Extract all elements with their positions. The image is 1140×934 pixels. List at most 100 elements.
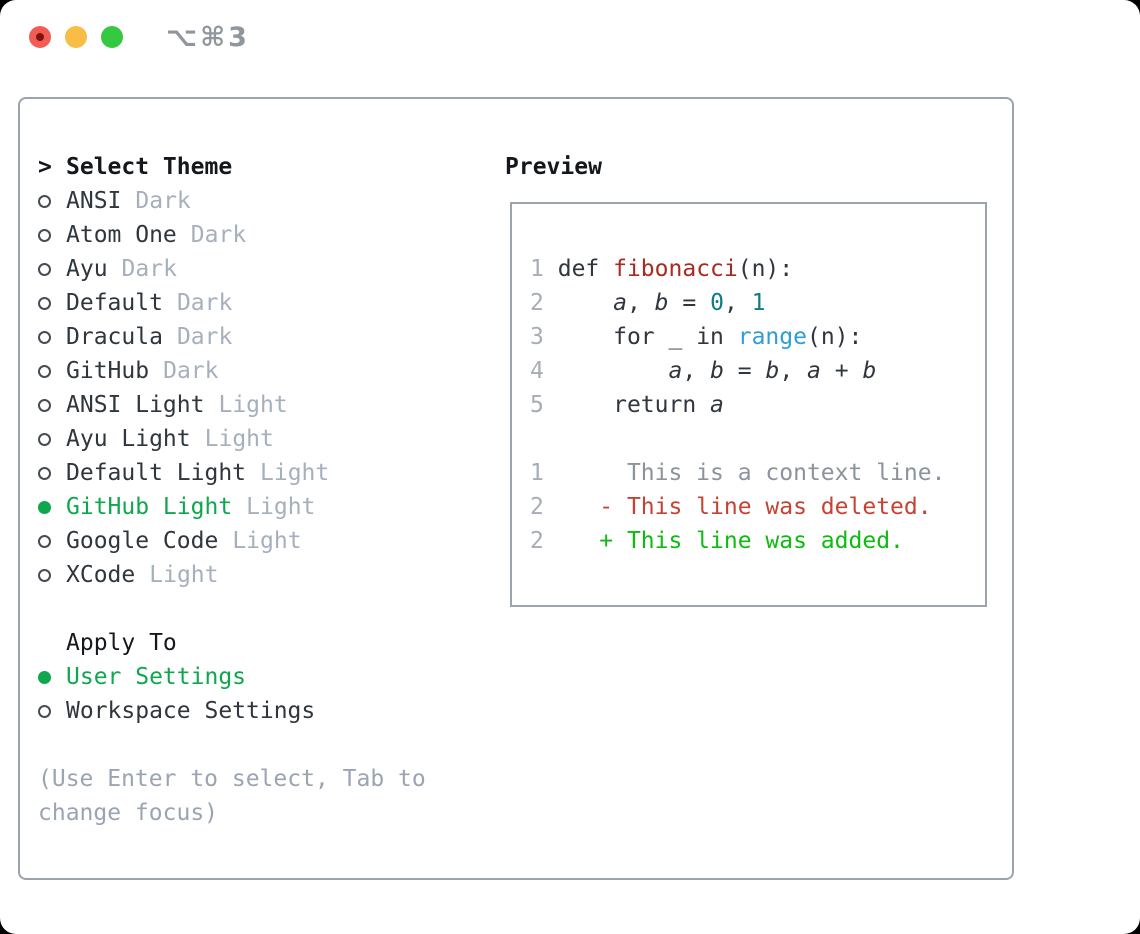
code-token: for _ in [557,324,738,350]
radio-cell [38,432,66,446]
code-line: 2 a, b = 0, 1 [530,286,945,320]
code-token: b [654,290,669,316]
code-token: + [820,358,863,384]
line-number: 5 [530,392,544,418]
theme-variant-tag: Dark [176,290,233,316]
radio-cell [38,670,66,684]
apply-option-user-settings[interactable]: User Settings [38,660,315,694]
theme-name: GitHub Light [66,494,233,520]
theme-variant-tag: Dark [121,256,177,282]
theme-variant-tag: Dark [163,358,219,384]
code-token: b [710,358,724,384]
theme-variant-tag: Light [149,562,219,588]
radio-cell [38,534,66,548]
theme-option-github[interactable]: GitHub Dark [38,354,329,388]
theme-name: Default Light [66,460,247,486]
minimize-button[interactable] [65,26,87,48]
theme-name: Ayu Light [66,426,191,452]
code-token: = [723,358,766,384]
help-text: (Use Enter to select, Tab to change focu… [38,766,440,826]
radio-cell [38,398,66,412]
apply-option-workspace-settings[interactable]: Workspace Settings [38,694,315,728]
theme-name: Dracula [66,324,163,350]
code-token: 1 [751,290,766,316]
radio-icon [38,704,51,718]
close-button[interactable] [29,26,51,48]
code-token: b [862,358,877,384]
radio-cell [38,228,66,242]
code-token [558,358,669,384]
radio-icon [38,228,51,242]
code-line: 1 def fibonacci(n): [530,252,945,286]
code-token: return [557,392,711,418]
theme-variant-tag: Light [246,494,316,520]
zoom-button[interactable] [101,26,123,48]
line-number: 3 [530,324,544,350]
diff-line-added: 2 + This line was added. [530,524,945,558]
theme-name: Google Code [66,528,219,554]
radio-cell [38,296,66,310]
theme-variant-tag: Dark [135,188,191,214]
radio-cell [38,500,66,514]
code-token: a [807,358,821,384]
theme-name: ANSI [66,188,122,214]
line-number: 1 [530,256,544,282]
radio-icon [38,194,51,208]
radio-selected-icon [38,670,51,684]
theme-option-ayu[interactable]: Ayu Dark [38,252,329,286]
radio-cell [38,194,66,208]
theme-list-header-row: >Select Theme [38,150,329,184]
theme-list-header: Select Theme [66,154,233,180]
code-token: def [557,256,614,282]
diff-text: This is a context line. [543,460,946,486]
apply-option-label: Workspace Settings [66,698,316,724]
radio-icon [38,364,51,378]
diff-line-context: 1 This is a context line. [530,456,945,490]
apply-to-header: Apply To [66,630,177,656]
code-line: 3 for _ in range(n): [530,320,945,354]
code-line: 4 a, b = b, a + b [530,354,945,388]
code-token: , [682,358,711,384]
theme-name: ANSI Light [66,392,205,418]
code-token: a [710,392,724,418]
diff-text: - This line was deleted. [543,494,932,520]
theme-name: GitHub [66,358,150,384]
radio-icon [38,466,51,480]
line-number: 1 [530,460,544,486]
theme-variant-tag: Dark [190,222,247,248]
radio-icon [38,262,51,276]
theme-option-ansi[interactable]: ANSI Dark [38,184,329,218]
radio-icon [38,398,51,412]
radio-cell [38,330,66,344]
code-token: , [723,290,752,316]
radio-cell [38,704,66,718]
apply-option-label: User Settings [66,664,247,690]
radio-icon [38,432,51,446]
apply-to-header-row: Apply To [38,626,315,660]
theme-option-github-light[interactable]: GitHub Light Light [38,490,329,524]
radio-cell [38,466,66,480]
code-token: (n): [806,324,863,350]
blank-line [530,422,945,456]
code-token: fibonacci [613,256,738,282]
code-line: 5 return a [530,388,945,422]
theme-name: Ayu [66,256,108,282]
code-token: a [668,358,683,384]
code-token: range [737,324,807,350]
code-token: , [626,290,655,316]
diff-text: + This line was added. [543,528,904,554]
code-token: (n): [737,256,794,282]
preview-header: Preview [505,154,602,180]
window-title: ⌥⌘3 [166,22,250,53]
